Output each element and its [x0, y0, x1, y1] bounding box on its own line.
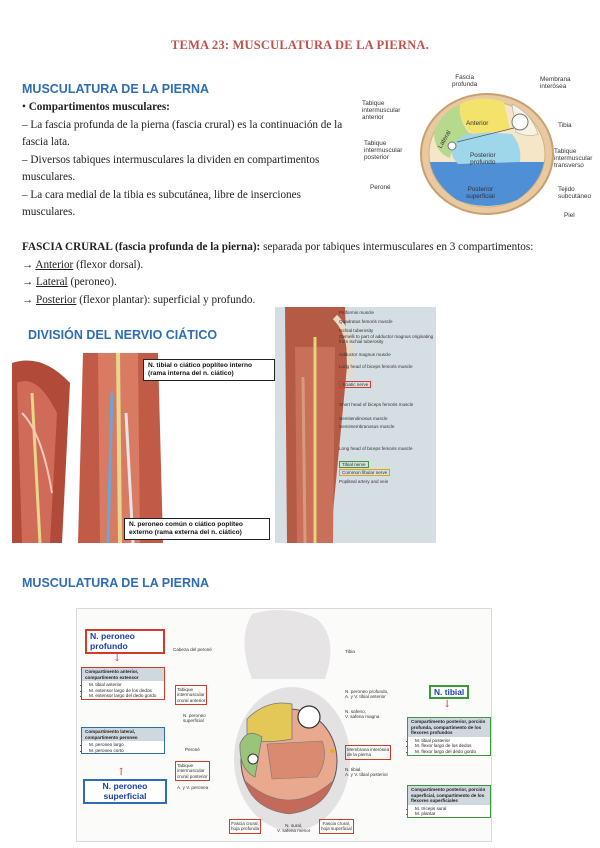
section2-heading: DIVISIÓN DEL NERVIO CIÁTICO — [28, 328, 218, 342]
leg-image-1 — [12, 353, 72, 543]
arrow-down-icon: ↓ — [113, 653, 122, 664]
callout-peroneo: N. peroneo común o ciático poplíteo exte… — [124, 518, 270, 540]
compartment-posterior: → Posterior (flexor plantar): superficia… — [22, 293, 256, 306]
lbl-n-tibial: N. tibial, A. y V. tibial posterior — [345, 767, 388, 778]
label-post-profundo: Posterior profundo — [470, 152, 496, 167]
lbl-ischial: Ischial tuberosity — [339, 328, 374, 333]
label-perone: Peroné — [370, 184, 391, 191]
line-3: – La cara medial de la tibia es subcután… — [22, 188, 301, 219]
lbl-adductor: Adductor magnus muscle — [339, 352, 391, 357]
lbl-tabique-ant: Tabique intermuscular crural anterior — [175, 685, 208, 706]
lbl-popliteal: Popliteal artery and vein — [339, 479, 389, 484]
label-piel: Piel — [564, 212, 575, 219]
label-tibia: Tibia — [558, 122, 572, 129]
section3-heading: MUSCULATURA DE LA PIERNA — [22, 576, 210, 590]
lbl-long-head-2: Long head of biceps femoris muscle — [339, 446, 413, 451]
sciatic-figure: Piriformis muscle Quadratus femoris musc… — [275, 307, 436, 543]
lbl-perone: Peroné — [185, 747, 200, 752]
leg-image-2 — [78, 353, 266, 543]
line-2: – Diversos tabiques intermusculares la d… — [22, 153, 320, 184]
lbl-semimembranosus: Semimembranosus muscle — [339, 424, 395, 429]
crosssection-figure: Fascia profunda Membrana interósea Tabiq… — [362, 74, 598, 224]
section1-heading: MUSCULATURA DE LA PIERNA — [22, 82, 210, 96]
label-fascia-profunda: Fascia profunda — [452, 74, 478, 89]
label-post-superficial: Posterior superficial — [466, 186, 495, 201]
fascia-crural-text: FASCIA CRURAL (fascia profunda de la pie… — [22, 239, 592, 309]
lbl-cabeza: Cabeza del peroné — [173, 647, 212, 652]
lbl-tabique-post: Tabique intermuscular crural posterior — [175, 761, 210, 782]
fascia-bold: FASCIA CRURAL (fascia profunda de la pie… — [22, 241, 261, 253]
n-peroneo-profundo-label: N. peroneo profundo — [85, 629, 165, 655]
lbl-n-sural: N. sural, V. safena menor — [277, 823, 311, 834]
box-anterior: Compartimento anterior, compartimento ex… — [81, 667, 165, 700]
compartment-lateral: → Lateral (peroneo). — [22, 276, 117, 288]
n-peroneo-superficial-label: N. peroneo superficial — [83, 779, 167, 805]
lbl-common-fibular: Common fibular nerve — [339, 469, 391, 476]
compartments-subheading: • Compartimentos musculares: — [22, 101, 170, 113]
label-tabique-transverso: Tabique intermuscular transverso — [554, 148, 593, 170]
lbl-sciatic: Sciatic nerve — [339, 381, 372, 388]
callout-tibial: N. tibial o ciático poplíteo interno (ra… — [143, 359, 275, 381]
lbl-av-peronea: A. y V. peronea — [177, 785, 209, 790]
label-tabique-posterior: Tabique intermuscular posterior — [364, 140, 403, 162]
box-post-profundo: Compartimento posterior, porción profund… — [407, 717, 491, 756]
lbl-n-peroneo-prof: N. peroneo profundo, A. y V. tibial ante… — [345, 689, 389, 700]
fascia-rest: separada por tabiques intermusculares en… — [260, 241, 534, 253]
label-membrana: Membrana interósea — [540, 76, 571, 91]
bottom-figure: N. peroneo profundo ↓ Compartimento ante… — [76, 608, 492, 842]
arrow-down-icon-2: ↓ — [443, 699, 452, 710]
label-anterior: Anterior — [466, 120, 489, 127]
page-title: TEMA 23: MUSCULATURA DE LA PIERNA. — [171, 38, 429, 52]
box-post-superficial: Compartimento posterior, porción superfi… — [407, 785, 491, 818]
label-tejido: Tejido subcutáneo — [558, 186, 592, 201]
label-tabique-anterior: Tabique intermuscular anterior — [362, 100, 401, 122]
lbl-semitendinosus: Semitendinosus muscle — [339, 416, 388, 421]
n-tibial-label: N. tibial — [429, 685, 470, 699]
arrow-up-icon: ↑ — [117, 767, 126, 778]
lbl-long-head-1: Long head of biceps femoris muscle — [339, 364, 413, 369]
lbl-tibial-nerve: Tibial nerve — [339, 461, 369, 468]
lbl-piriformis: Piriformis muscle — [339, 310, 374, 315]
section1-text: • Compartimentos musculares: – La fascia… — [22, 99, 352, 222]
lbl-membrana: Membrana interósea de la pierna — [345, 745, 392, 760]
line-1: – La fascia profunda de la pierna (fasci… — [22, 118, 343, 149]
box-lateral: Compartimento lateral, compartimento per… — [81, 727, 165, 755]
lbl-short-head: Short head of biceps femoris muscle — [339, 402, 414, 407]
lbl-tibia: Tibia — [345, 649, 355, 654]
lbl-n-peroneo-sup: N. peroneo superficial — [183, 713, 206, 724]
lbl-fascia-superficial: Fascia crural, hoja superficial — [319, 819, 354, 834]
lbl-n-safeno: N. safeno, V. safena magna — [345, 709, 380, 720]
bottom-crosssection — [234, 610, 350, 831]
lbl-fascia-profunda: Fascia crural, hoja profunda — [229, 819, 262, 834]
lbl-gemelli: Gemelli to part of adductor magnus origi… — [339, 334, 434, 345]
compartment-anterior: → Anterior (flexor dorsal). — [22, 258, 144, 271]
lbl-quadratus: Quadratus femoris muscle — [339, 319, 393, 324]
crosssection-diagram — [420, 93, 554, 215]
